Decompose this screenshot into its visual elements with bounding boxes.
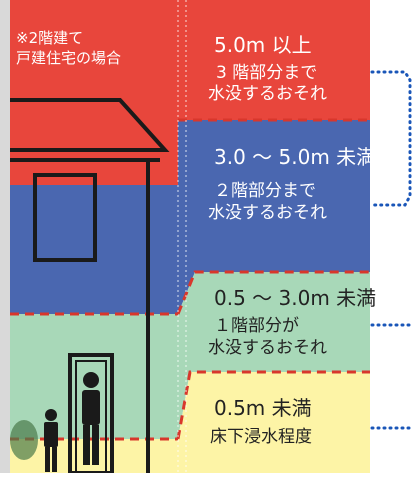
shrub-icon	[10, 420, 38, 460]
level-under-05m-desc-1: 床下浸水程度	[210, 427, 312, 447]
level-05-3m-desc-2: 水没するおそれ	[208, 338, 327, 358]
bracket-dots	[370, 70, 414, 430]
band-5m-plus	[178, 0, 370, 120]
level-5m-plus-desc-1: 3 階部分まで	[216, 63, 318, 83]
level-5m-plus-depth: 5.0m 以上	[214, 33, 312, 57]
level-3-5m-desc-1: ２階部分まで	[214, 181, 316, 201]
band-under-05m	[178, 372, 370, 473]
house-band-5m-plus	[10, 0, 178, 185]
band-3-5m-upper	[178, 120, 370, 212]
band-05-3m	[178, 272, 370, 439]
band-3-5m-lower	[178, 212, 370, 314]
level-05-3m-desc-1: １階部分が	[214, 316, 299, 336]
level-05-3m-depth: 0.5 ～ 3.0m 未満	[214, 286, 377, 310]
level-3-5m-depth: 3.0 ～ 5.0m 未満	[214, 145, 377, 169]
level-5m-plus-desc-2: 水没するおそれ	[208, 84, 327, 104]
vertical-guides	[177, 0, 187, 473]
people-icon	[44, 372, 100, 472]
level-3-5m-desc-2: 水没するおそれ	[208, 203, 327, 223]
note-line-1: ※2階建て	[16, 29, 84, 47]
map-edge-strip	[0, 0, 10, 473]
note-line-2: 戸建住宅の場合	[16, 49, 122, 67]
level-under-05m-depth: 0.5m 未満	[214, 396, 312, 420]
